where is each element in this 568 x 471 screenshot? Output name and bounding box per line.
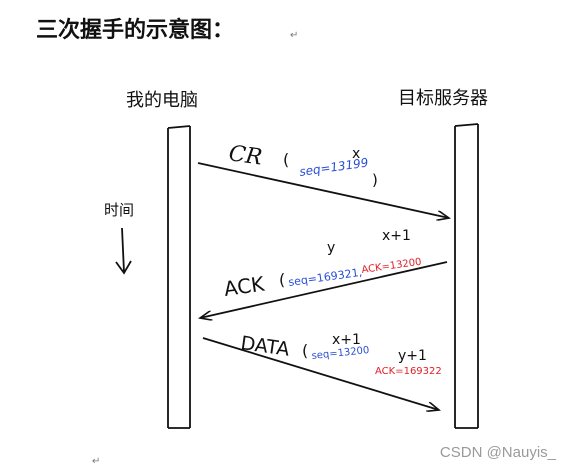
cr-message: CR ( seq=13199 ) x xyxy=(197,141,449,218)
server-label: 目标服务器 xyxy=(398,88,488,109)
server-timeline xyxy=(454,123,479,429)
page-title: 三次握手的示意图： xyxy=(36,17,235,43)
ack-arrow xyxy=(200,261,448,318)
ack-seq: seq=169321, xyxy=(288,266,363,289)
time-label: 时间 xyxy=(104,201,134,219)
data-var-y1: y+1 xyxy=(398,348,427,364)
ack-label: ACK xyxy=(222,271,266,301)
paren-close: ) xyxy=(372,171,378,189)
cr-arrow xyxy=(197,162,449,218)
data-var-x1: x+1 xyxy=(332,332,361,348)
data-message: DATA ( seq=13200 ACK=169322 x+1 y+1 xyxy=(202,332,442,410)
paren-open: ( xyxy=(283,150,289,169)
client-label: 我的电脑 xyxy=(126,90,198,111)
paren-open: ( xyxy=(279,270,285,289)
time-arrow-down-icon xyxy=(115,227,132,275)
ack-ack: ACK=13200 xyxy=(361,257,422,276)
paragraph-mark: ↵ xyxy=(92,456,101,467)
cr-var-x: x xyxy=(352,146,360,162)
data-arrow xyxy=(202,337,439,410)
paren-open: ( xyxy=(302,341,308,360)
watermark: CSDN @Nauyis_ xyxy=(439,444,556,461)
data-label: DATA xyxy=(239,332,291,361)
data-ack: ACK=169322 xyxy=(375,366,442,377)
paragraph-mark: ↵ xyxy=(290,30,299,41)
cr-label: CR xyxy=(227,141,264,170)
ack-var-x1: x+1 xyxy=(382,228,411,244)
ack-var-y: y xyxy=(327,240,335,256)
client-timeline xyxy=(167,125,191,429)
ack-message: ACK ( seq=169321, ACK=13200 y x+1 xyxy=(200,228,448,318)
